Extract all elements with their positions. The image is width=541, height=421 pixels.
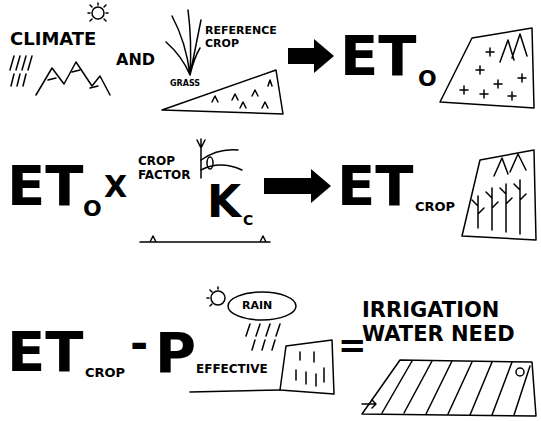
rain-sketch bbox=[190, 287, 334, 394]
node-text: P bbox=[155, 325, 196, 381]
node-text: RAIN bbox=[242, 300, 272, 311]
flow-arrow bbox=[288, 39, 334, 73]
node-text: CROP FACTOR bbox=[138, 155, 198, 183]
node-text: CLIMATE bbox=[10, 30, 96, 48]
node-text: C bbox=[243, 213, 253, 227]
field-sketch bbox=[440, 28, 534, 108]
node-text: GRASS bbox=[170, 80, 200, 88]
node-text: ET bbox=[7, 158, 83, 214]
node-text: ET bbox=[340, 28, 416, 84]
node-text: IRRIGATION WATER NEED bbox=[362, 298, 532, 346]
operator-label: AND bbox=[116, 52, 155, 68]
eto-term: ETO bbox=[5, 150, 105, 225]
operator-label: = bbox=[338, 328, 367, 362]
etcrop-term: ETCROP bbox=[5, 318, 129, 388]
node-text: EFFECTIVE bbox=[196, 363, 268, 375]
effective-rain-panel: PEFFECTIVE RAIN bbox=[150, 285, 280, 385]
flow-arrow bbox=[264, 169, 331, 203]
climate-panel: CLIMATE bbox=[5, 5, 112, 65]
operator-label: X bbox=[104, 172, 127, 202]
crop-field bbox=[462, 150, 536, 240]
irrigation-need-panel: IRRIGATION WATER NEED bbox=[358, 290, 536, 354]
node-text: REFERENCE CROP bbox=[205, 25, 281, 50]
eto-term: ETO bbox=[338, 20, 440, 95]
node-text: CROP bbox=[85, 366, 125, 379]
operator-label: - bbox=[130, 322, 148, 366]
climate-sketch bbox=[10, 3, 110, 95]
node-text: ET bbox=[7, 324, 83, 380]
irrigated-field bbox=[362, 360, 536, 416]
node-text: CROP bbox=[415, 200, 455, 213]
grass-sketch bbox=[162, 10, 283, 114]
node-text: K bbox=[207, 180, 241, 224]
node-text: O bbox=[418, 68, 437, 90]
etcrop-term: ETCROP bbox=[335, 150, 460, 225]
node-text: O bbox=[83, 198, 102, 220]
reference-crop-panel: REFERENCE CROP GRASS bbox=[155, 5, 284, 95]
crop-factor-panel: CROP FACTOR KC bbox=[135, 145, 260, 235]
node-text: ET bbox=[337, 158, 413, 214]
